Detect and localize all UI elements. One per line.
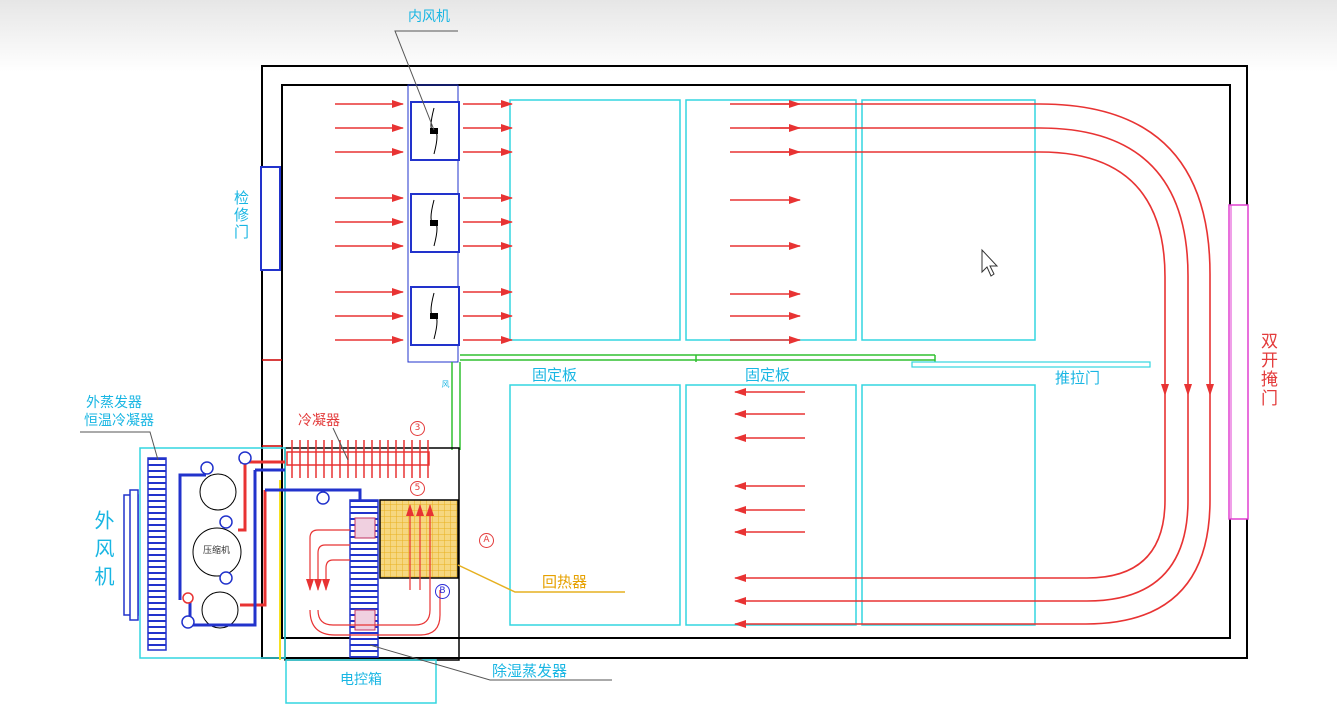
airflow-arrows	[335, 100, 805, 536]
refrigerant-pipes	[178, 460, 362, 627]
dehumid-fans	[354, 517, 376, 631]
outer-fan-label: 外风机	[91, 510, 115, 594]
compressor	[192, 527, 242, 577]
duct-label: 风	[441, 380, 450, 390]
compressor-label: 压缩机	[203, 546, 231, 556]
thermostatic-condenser-label: 恒温冷凝器	[84, 413, 154, 429]
inner-fan-column	[407, 84, 460, 363]
compressor-group	[192, 473, 242, 629]
mouse-cursor-icon	[981, 248, 999, 277]
title-bar-background	[0, 0, 1337, 72]
dehumid-evaporator-label: 除湿蒸发器	[492, 662, 568, 680]
sliding-door-label: 推拉门	[1055, 369, 1101, 387]
inner-fan-leader	[394, 30, 458, 131]
return-airflow-loop	[734, 103, 1214, 628]
inner-fan-label: 内风机	[408, 9, 450, 25]
heat-recovery-label: 回热器	[542, 573, 588, 591]
outer-fan-housing	[123, 489, 139, 621]
control-box-label: 电控箱	[340, 672, 382, 688]
marker-3: 3	[410, 421, 425, 436]
inspection-door-label: 检修门	[232, 190, 250, 241]
outer-evaporator-leader	[80, 431, 159, 461]
condenser-leader	[332, 427, 349, 461]
inspection-door	[260, 166, 281, 271]
condenser-coil	[286, 440, 430, 478]
heat-recovery-coil	[379, 499, 459, 579]
outer-evaporator-label: 外蒸发器	[86, 395, 142, 411]
outer-evaporator-coil	[147, 457, 167, 651]
dehumid-leader	[369, 644, 612, 681]
double-door	[1228, 204, 1249, 520]
marker-5: 5	[410, 481, 425, 496]
machine-room	[139, 447, 460, 704]
double-door-label: 双开掩门	[1257, 332, 1277, 408]
marker-a: A	[479, 533, 494, 548]
condenser-label: 冷凝器	[298, 413, 340, 429]
heat-recovery-leader	[457, 564, 625, 593]
marker-b: B	[435, 584, 450, 599]
fixed-plate-label-2: 固定板	[745, 366, 791, 384]
machine-room-airflow	[306, 504, 441, 636]
fixed-plate-label-1: 固定板	[532, 366, 578, 384]
valve-markers	[181, 451, 330, 629]
control-box	[285, 659, 437, 704]
partition	[451, 354, 1151, 450]
